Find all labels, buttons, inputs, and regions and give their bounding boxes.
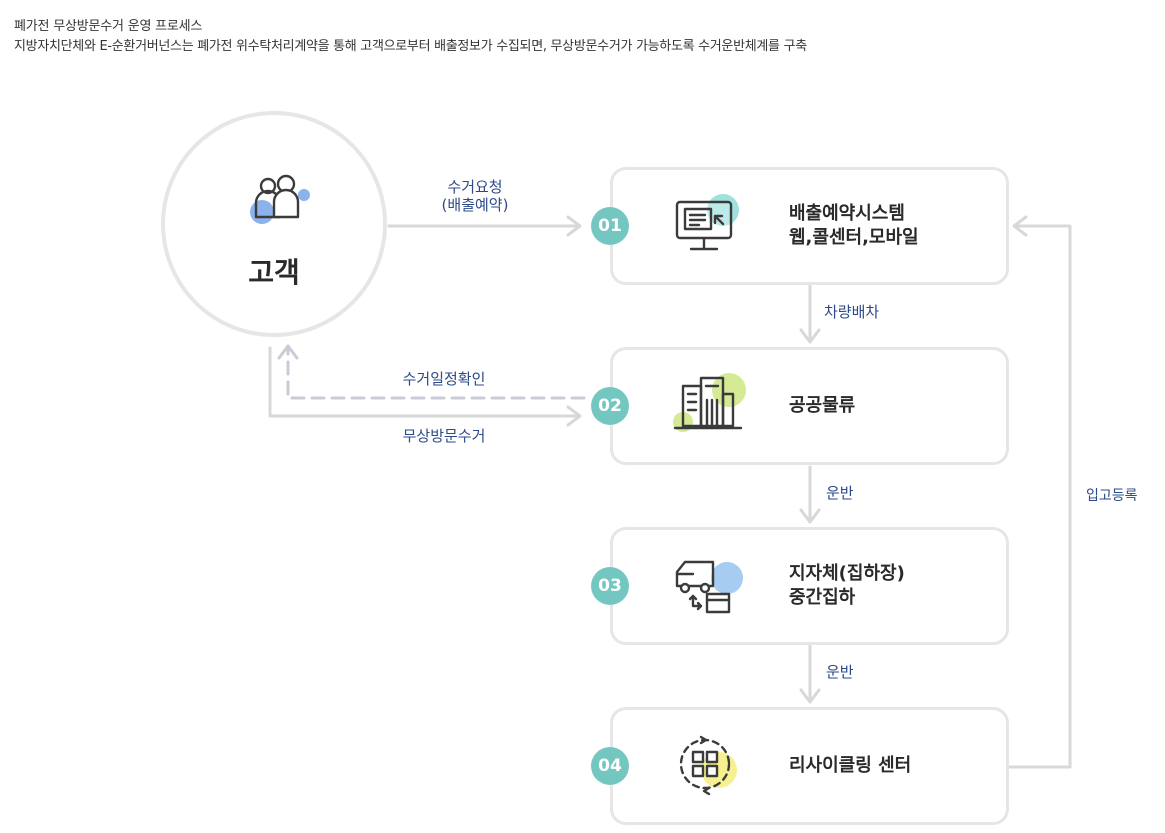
building-icon [671,372,751,440]
users-icon [248,173,312,233]
page-header: 폐가전 무상방문수거 운영 프로세스 지방자치단체와 E-순환거버넌스는 폐가전… [14,17,807,57]
step-04-badge: 04 [591,747,629,785]
transport1-label: 운반 [826,484,854,502]
request-arrow-head [566,215,582,237]
request-label-line2: (배출예약) [441,196,509,214]
step-02-text: 공공물류 [789,350,989,462]
customer-node: 고객 [161,111,387,337]
page-subtitle: 지방자치단체와 E-순환거버넌스는 폐가전 위수탁처리계약을 통해 고객으로부터… [14,39,807,54]
step-01-subtitle: 웹,콜센터,모바일 [789,227,919,248]
register-arrow-line [1008,224,1072,769]
customer-label: 고객 [248,256,300,289]
step-03-subtitle: 중간집하 [789,587,856,608]
step-03-title: 지자체(집하장) [789,563,905,584]
confirm-arrow-line [286,348,586,400]
step-04-text: 리사이클링 센터 [789,710,989,822]
step-02-box: 02 공공물류 [591,347,1009,465]
step-01-box: 01 배출예약시스템 웹,콜센터,모바일 [591,167,1009,285]
step-02-badge: 02 [591,387,629,425]
recycle-icon [671,732,751,800]
register-label: 입고등록 [1086,488,1138,504]
confirm-label: 수거일정확인 [402,370,486,388]
visit-arrow-head [566,405,582,427]
step-04-box: 04 리사이클링 센터 [591,707,1009,825]
visit-label: 무상방문수거 [402,427,486,445]
register-arrow-head [1012,215,1028,237]
step-01-badge: 01 [591,207,629,245]
truck-box-icon [671,552,751,620]
step-01-text: 배출예약시스템 웹,콜센터,모바일 [789,170,989,282]
transport2-label: 운반 [826,663,854,681]
step-04-title: 리사이클링 센터 [789,755,912,776]
transport2-arrow-head [799,688,821,704]
confirm-arrow-head [277,344,299,360]
dispatch-label: 차량배차 [824,303,880,321]
step-03-badge: 03 [591,567,629,605]
visit-arrow-line [268,346,580,418]
request-label-line1: 수거요청 [447,178,503,196]
dispatch-arrow-head [799,328,821,344]
transport1-arrow-head [799,508,821,524]
request-label: 수거요청 (배출예약) [430,178,520,214]
step-02-title: 공공물류 [789,395,856,416]
step-03-text: 지자체(집하장) 중간집하 [789,530,989,642]
page-title: 폐가전 무상방문수거 운영 프로세스 [14,19,203,34]
step-03-box: 03 지자체(집하장) 중간집하 [591,527,1009,645]
step-01-title: 배출예약시스템 [789,203,905,224]
monitor-icon [671,192,747,260]
